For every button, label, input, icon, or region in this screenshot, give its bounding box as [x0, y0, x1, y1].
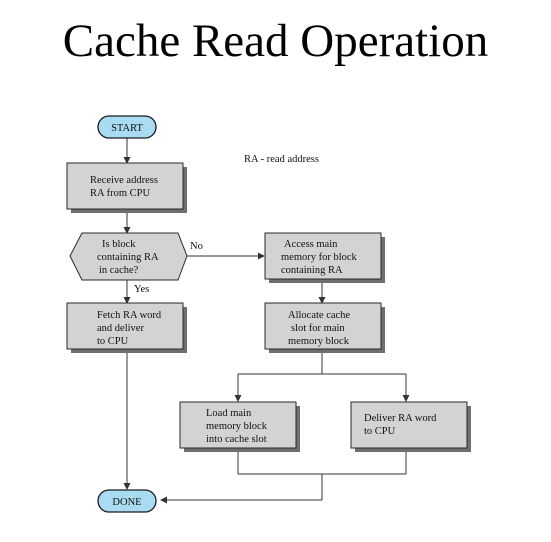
svg-text:Allocate cache slot for: Allocate cache slot for main memory bloc…	[288, 310, 353, 347]
fetch-word-line: and deliver	[97, 323, 144, 334]
access-memory-line: containing RA	[281, 265, 343, 276]
svg-text:Receive address RA from: Receive address RA from CPU	[90, 175, 161, 199]
access-memory-line: memory for block	[281, 252, 358, 263]
fetch-word-line: to CPU	[97, 336, 129, 347]
arrowhead	[318, 297, 326, 304]
deliver-word-line: Deliver RA word	[364, 413, 437, 424]
receive-address-box: Receive address RA from CPU	[66, 162, 187, 213]
deliver-word-box: Deliver RA word to CPU	[350, 401, 471, 452]
decision-line: in cache?	[99, 265, 139, 276]
access-memory-box: Access main memory for block containing …	[264, 232, 385, 283]
load-block-box: Load main memory block into cache slot	[179, 401, 300, 452]
arrowhead	[160, 496, 167, 504]
fetch-word-box: Fetch RA word and deliver to CPU	[66, 302, 187, 353]
receive-address-line: RA from CPU	[90, 188, 151, 199]
decision-block-in-cache: Is block containing RA in cache?	[69, 232, 188, 281]
arrowhead	[234, 395, 242, 402]
svg-text:Is block containing RA: Is block containing RA in cache?	[97, 239, 161, 276]
no-label: No	[190, 241, 203, 252]
arrowhead	[258, 252, 265, 260]
allocate-slot-line: Allocate cache	[288, 310, 350, 321]
allocate-slot-line: memory block	[288, 336, 350, 347]
load-block-line: into cache slot	[206, 434, 267, 445]
allocate-slot-box: Allocate cache slot for main memory bloc…	[264, 302, 385, 353]
arrowhead	[123, 483, 131, 490]
arrowhead	[123, 297, 131, 304]
arrowhead	[402, 395, 410, 402]
fetch-word-line: Fetch RA word	[97, 310, 162, 321]
start-terminal: START	[97, 115, 157, 139]
decision-line: containing RA	[97, 252, 159, 263]
read-address-note: RA - read address	[244, 154, 319, 165]
slide-title: Cache Read Operation	[62, 15, 489, 67]
load-block-line: memory block	[206, 421, 268, 432]
allocate-slot-line: slot for main	[291, 323, 345, 334]
done-terminal: DONE	[97, 489, 157, 513]
yes-label: Yes	[134, 284, 149, 295]
svg-text:Deliver RA word to CPU: Deliver RA word to CPU	[364, 413, 439, 437]
load-block-line: Load main	[206, 408, 252, 419]
svg-text:Load main memory block: Load main memory block into cache slot	[206, 408, 270, 445]
svg-text:Access main memory for b: Access main memory for block containing …	[281, 239, 359, 276]
receive-address-line: Receive address	[90, 175, 158, 186]
done-label: DONE	[112, 497, 141, 508]
decision-line: Is block	[102, 239, 136, 250]
connectors	[126, 138, 407, 501]
deliver-word-line: to CPU	[364, 426, 396, 437]
arrowhead	[123, 227, 131, 234]
start-label: START	[111, 123, 143, 134]
access-memory-line: Access main	[284, 239, 338, 250]
arrowheads	[123, 157, 410, 504]
arrowhead	[123, 157, 131, 164]
svg-text:Fetch RA word and delive: Fetch RA word and deliver to CPU	[97, 310, 164, 347]
